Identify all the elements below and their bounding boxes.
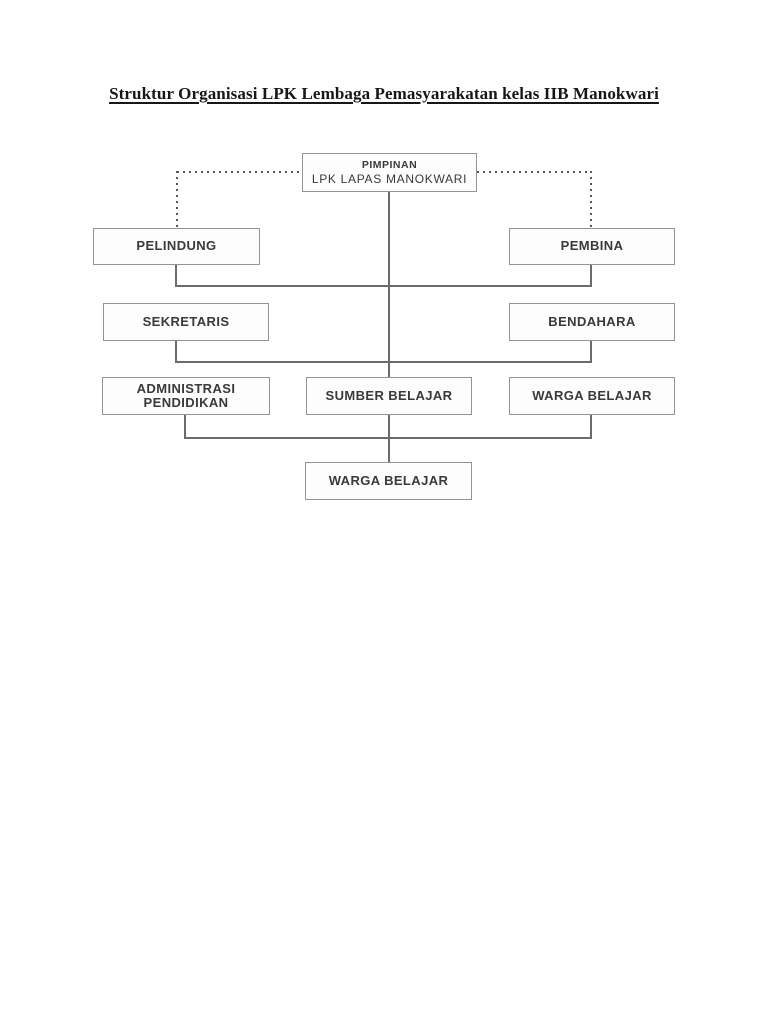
node-warga-belajar: WARGA BELAJAR [509, 377, 675, 415]
connector-stub-administrasi [184, 415, 186, 439]
connector-tie-row1 [176, 285, 592, 287]
node-bendahara-label: BENDAHARA [548, 313, 636, 329]
node-sekretaris: SEKRETARIS [103, 303, 269, 341]
node-pembina-label: PEMBINA [560, 238, 624, 254]
node-administrasi-pendidikan: ADMINISTRASI PENDIDIKAN [102, 377, 270, 415]
node-warga-belajar-bottom-label: WARGA BELAJAR [328, 472, 449, 488]
node-pelindung: PELINDUNG [93, 228, 260, 265]
node-administrasi-pendidikan-label: ADMINISTRASI PENDIDIKAN [136, 380, 236, 410]
connector-dotted-right-horizontal [477, 171, 591, 173]
connector-stub-sekretaris [175, 341, 177, 363]
node-pembina: PEMBINA [509, 228, 675, 265]
connector-dotted-left-vertical [176, 171, 178, 227]
node-pimpinan-title: PIMPINAN [361, 159, 418, 171]
connector-tie-row3 [184, 437, 592, 439]
connector-stub-warga-belajar [590, 415, 592, 439]
connector-dotted-left-horizontal [177, 171, 302, 173]
node-pimpinan-subtitle: LPK LAPAS MANOKWARI [311, 172, 468, 186]
node-bendahara: BENDAHARA [509, 303, 675, 341]
node-pimpinan: PIMPINAN LPK LAPAS MANOKWARI [302, 153, 477, 192]
node-pelindung-label: PELINDUNG [136, 238, 217, 254]
connector-dotted-right-vertical [590, 171, 592, 227]
node-sumber-belajar-label: SUMBER BELAJAR [325, 387, 453, 403]
node-warga-belajar-label: WARGA BELAJAR [532, 387, 652, 403]
node-warga-belajar-bottom: WARGA BELAJAR [305, 462, 472, 500]
node-sumber-belajar: SUMBER BELAJAR [306, 377, 472, 415]
connector-tie-row2 [176, 361, 592, 363]
page-title: Struktur Organisasi LPK Lembaga Pemasyar… [109, 84, 659, 103]
connector-stub-pelindung [175, 265, 177, 287]
connector-stub-bendahara [590, 341, 592, 363]
node-sekretaris-label: SEKRETARIS [142, 313, 230, 329]
connector-trunk-top [388, 192, 390, 377]
connector-stub-pembina [590, 265, 592, 287]
